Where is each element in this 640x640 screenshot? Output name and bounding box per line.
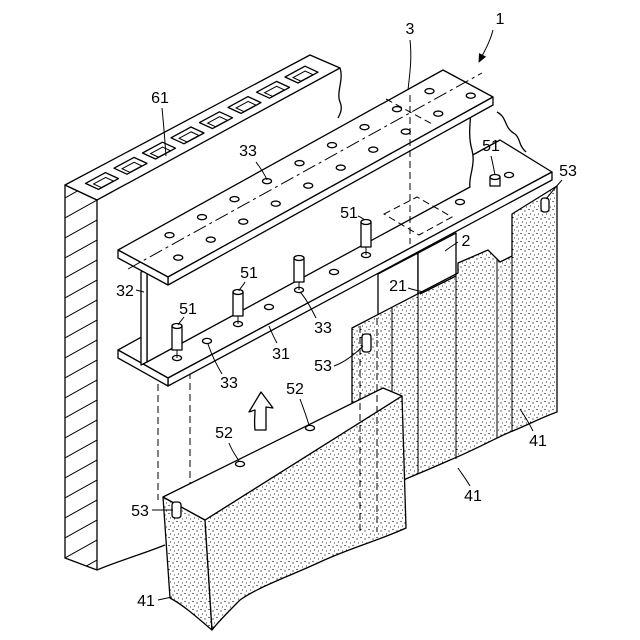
flange-hole — [230, 197, 239, 202]
ref-numeral: 61 — [151, 90, 169, 107]
flange-hole — [239, 219, 248, 224]
flange-hole — [265, 304, 274, 309]
ref-numeral: 51 — [179, 301, 197, 318]
pin-top — [294, 256, 304, 261]
flange-hole — [174, 255, 183, 260]
flange-hole — [328, 143, 337, 148]
ref-numeral: 33 — [314, 320, 332, 337]
pin-top — [172, 324, 182, 329]
flange-hole — [425, 89, 434, 94]
flange-hole — [330, 269, 339, 274]
ref-numeral: 41 — [137, 593, 155, 610]
flange-hole — [206, 237, 215, 242]
pin-top — [361, 220, 371, 225]
flange-hole — [393, 107, 402, 112]
panel-hole — [306, 425, 315, 430]
ref-numeral: 53 — [131, 503, 149, 520]
ref-numeral: 52 — [215, 425, 233, 442]
pin-top — [233, 290, 243, 295]
stud-pin — [490, 175, 500, 187]
pin-body — [233, 292, 243, 316]
ref-numeral: 33 — [220, 375, 238, 392]
leader-line — [479, 30, 493, 62]
pin-body — [172, 326, 182, 350]
flange-hole — [466, 93, 475, 98]
ref-numeral: 32 — [116, 283, 134, 300]
ref-numeral: 51 — [482, 138, 500, 155]
flange-hole — [271, 201, 280, 206]
panel-slot — [172, 502, 181, 518]
flange-hole — [165, 233, 174, 238]
flange-hole — [434, 111, 443, 116]
flange-hole — [360, 125, 369, 130]
flange-hole — [456, 199, 465, 204]
pin-body — [294, 258, 304, 282]
hatch-line — [65, 580, 97, 598]
flange-hole — [203, 338, 212, 343]
flange-hole — [505, 172, 514, 177]
ref-numeral: 52 — [286, 381, 304, 398]
panel-slot — [362, 334, 371, 352]
ref-numeral: 53 — [559, 163, 577, 180]
lift-arrow-icon — [249, 392, 273, 430]
leader-line — [458, 468, 470, 486]
leader-line — [408, 40, 411, 90]
flange-hole — [304, 183, 313, 188]
flange-hole — [198, 215, 207, 220]
flange-hole — [369, 147, 378, 152]
flange-hole — [401, 129, 410, 134]
ref-numeral: 51 — [240, 265, 258, 282]
leader-line — [300, 399, 309, 425]
flange-hole — [295, 161, 304, 166]
ref-numeral: 41 — [529, 433, 547, 450]
panel-slot — [541, 198, 549, 212]
ref-numeral: 51 — [340, 205, 358, 222]
panel-hole — [236, 461, 245, 466]
ref-numeral: 21 — [389, 278, 407, 295]
pin-body — [361, 222, 371, 247]
ref-numeral: 31 — [272, 346, 290, 363]
leader-line — [229, 443, 239, 461]
pin-top — [490, 175, 500, 180]
ref-numeral: 33 — [239, 143, 257, 160]
ref-numeral: 3 — [406, 21, 415, 38]
ref-numeral: 53 — [314, 358, 332, 375]
ref-numeral: 1 — [496, 11, 505, 28]
web-end-face — [141, 270, 147, 365]
ref-numeral: 41 — [464, 488, 482, 505]
ref-numeral: 2 — [462, 233, 471, 250]
flange-hole — [336, 165, 345, 170]
